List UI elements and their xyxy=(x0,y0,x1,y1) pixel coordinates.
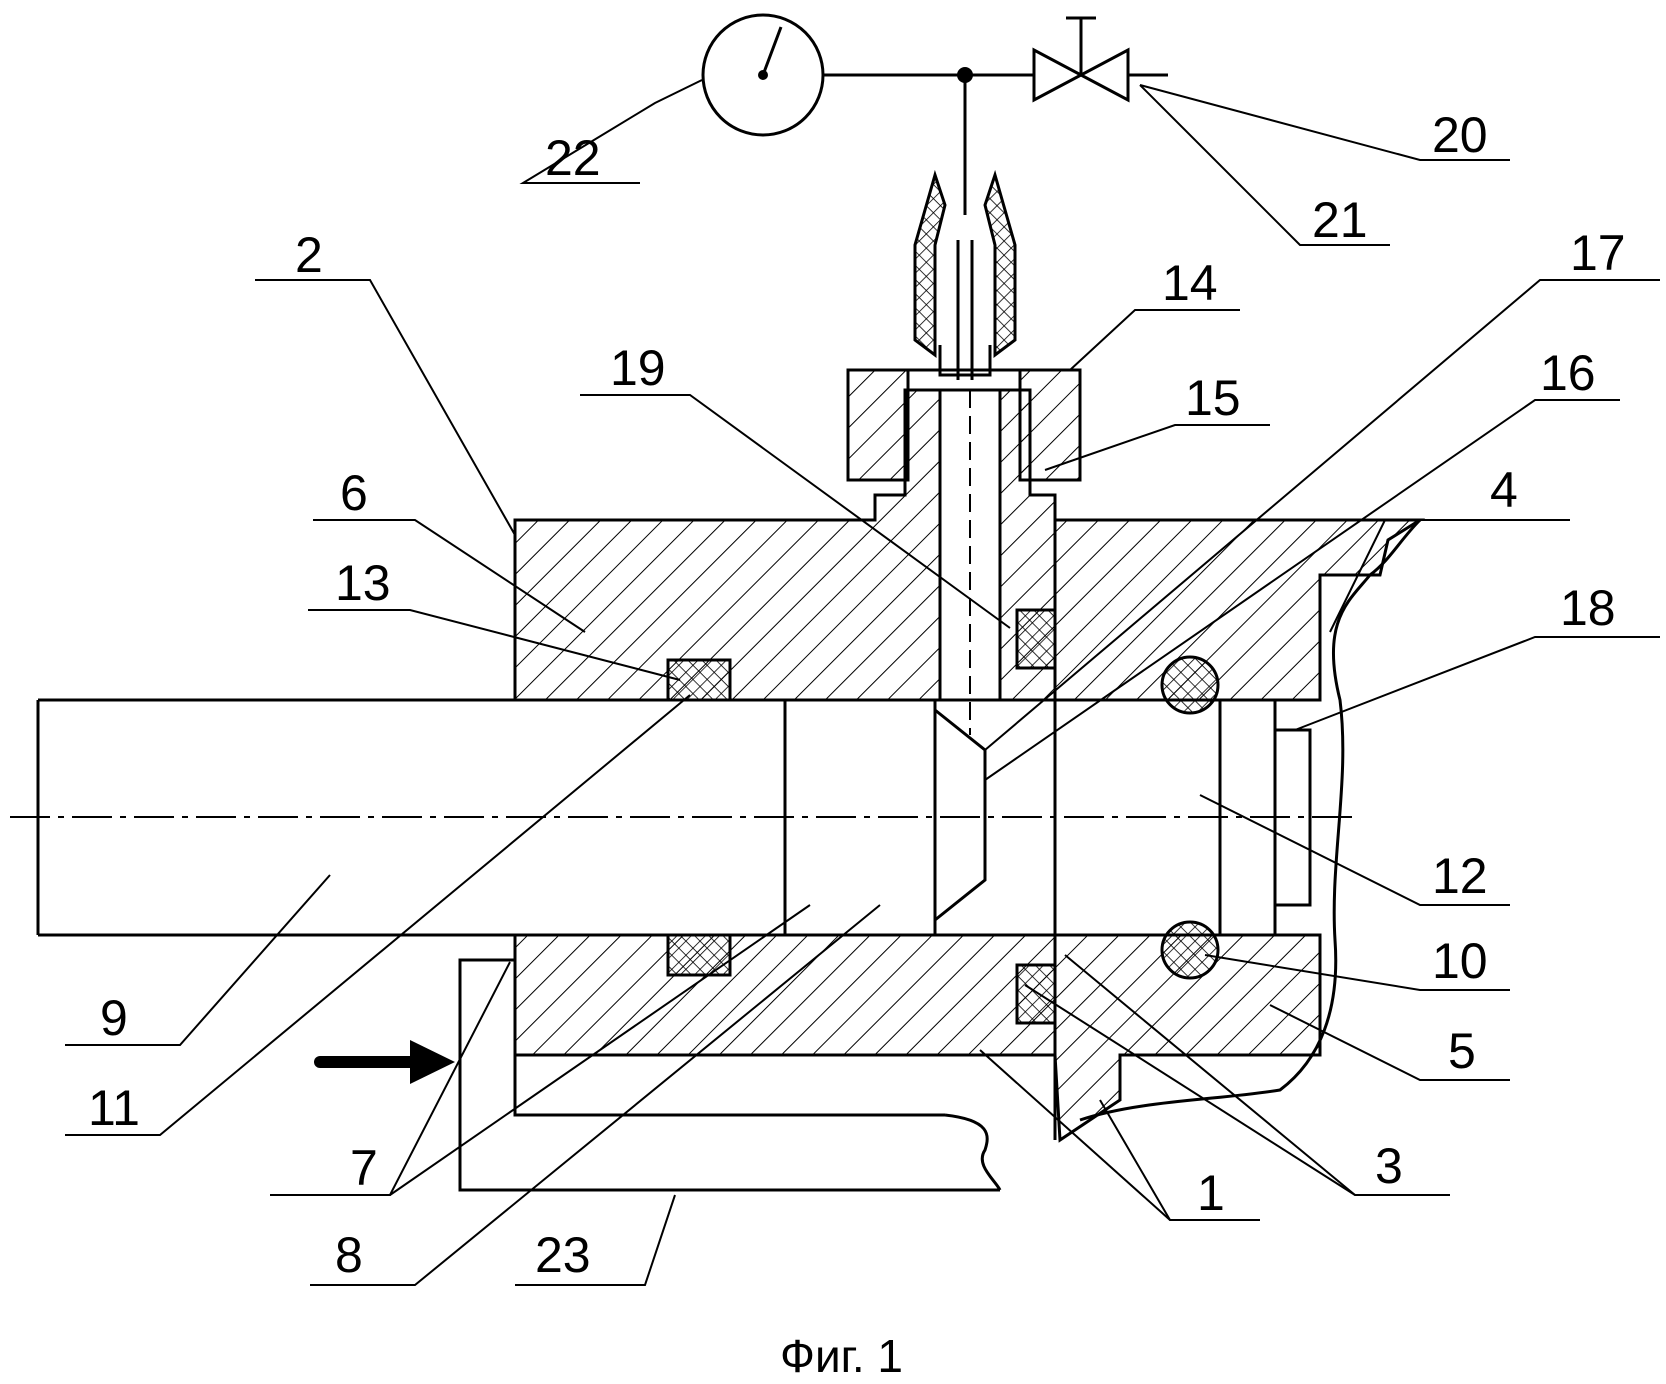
label-6: 6 xyxy=(340,465,368,521)
label-11: 11 xyxy=(88,1080,140,1136)
labels: 22 20 21 2 14 17 19 15 16 6 4 13 18 12 1… xyxy=(88,107,1626,1283)
label-13: 13 xyxy=(335,555,391,611)
stand-break xyxy=(944,1113,1002,1191)
hose-nipple xyxy=(913,169,1017,380)
label-17: 17 xyxy=(1570,225,1626,281)
leader-lines xyxy=(65,79,1660,1286)
label-16: 16 xyxy=(1540,345,1596,401)
force-arrow xyxy=(314,1040,455,1084)
pressure-gauge-22 xyxy=(701,13,825,137)
label-12: 12 xyxy=(1432,848,1488,904)
stand-23-inner xyxy=(513,1055,945,1117)
label-9: 9 xyxy=(100,990,128,1046)
label-21: 21 xyxy=(1312,192,1368,248)
channel-15 xyxy=(938,388,1002,702)
seal-19 xyxy=(1015,608,1057,670)
label-18: 18 xyxy=(1560,580,1616,636)
seal-3 xyxy=(1015,963,1057,1025)
label-19: 19 xyxy=(610,340,666,396)
break-line xyxy=(1079,518,1422,1122)
label-5: 5 xyxy=(1448,1023,1476,1079)
label-4: 4 xyxy=(1490,462,1518,518)
label-7: 7 xyxy=(350,1140,378,1196)
o-ring-10-top xyxy=(1160,655,1220,715)
label-20: 20 xyxy=(1432,107,1488,163)
stand-23 xyxy=(458,958,1000,1192)
label-22: 22 xyxy=(545,130,601,186)
o-ring-10-bottom xyxy=(1160,920,1220,980)
label-8: 8 xyxy=(335,1227,363,1283)
seal-13-lower xyxy=(666,933,732,977)
label-23: 23 xyxy=(535,1227,591,1283)
valve-21 xyxy=(1032,16,1168,103)
label-14: 14 xyxy=(1162,255,1218,311)
figure-caption: Фиг. 1 xyxy=(780,1330,903,1382)
label-2: 2 xyxy=(295,227,323,283)
label-15: 15 xyxy=(1185,370,1241,426)
label-10: 10 xyxy=(1432,933,1488,989)
label-3: 3 xyxy=(1375,1138,1403,1194)
label-1: 1 xyxy=(1197,1165,1225,1221)
